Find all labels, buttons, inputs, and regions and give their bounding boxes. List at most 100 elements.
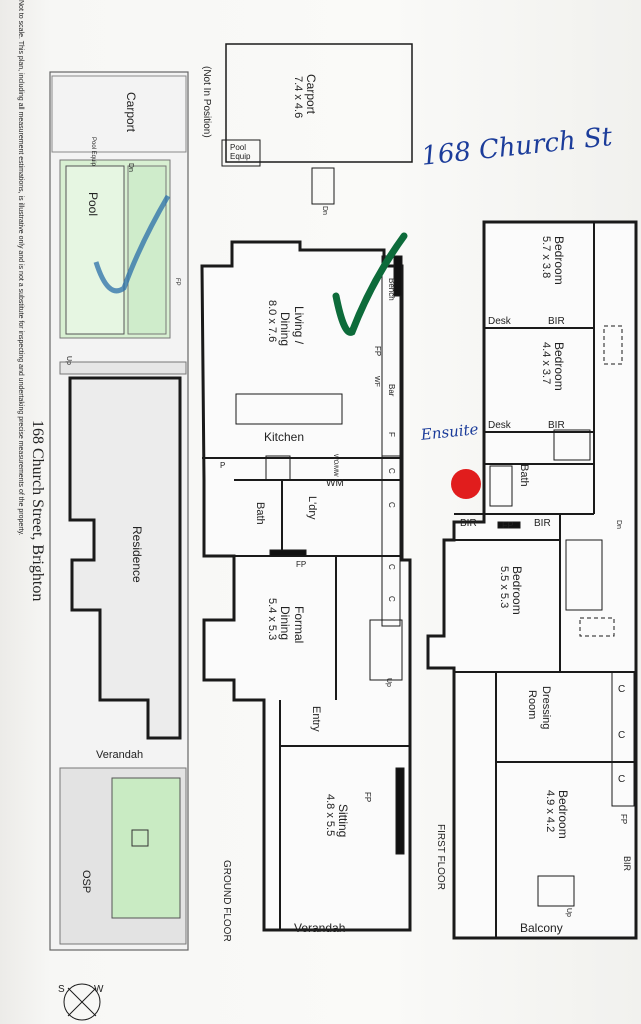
living-check-mark bbox=[332, 232, 408, 336]
ff-up-label: Up bbox=[565, 908, 572, 917]
ground-floor-outline bbox=[200, 240, 412, 932]
cooktop bbox=[265, 455, 291, 481]
ff-skylight-north bbox=[603, 325, 623, 365]
address-title: 168 Church Street, Brighton bbox=[29, 420, 46, 602]
ff-balcony-doors bbox=[537, 875, 575, 907]
lawn-feature bbox=[131, 829, 149, 847]
gf-fireplace-sitting bbox=[395, 767, 405, 855]
gf-up-label: Up bbox=[385, 678, 392, 687]
not-in-position-label: (Not In Position) bbox=[201, 66, 212, 138]
gf-f-label: F bbox=[387, 432, 396, 437]
gf-fp-label: FP bbox=[373, 346, 382, 357]
staircase-gf bbox=[369, 619, 403, 681]
compass-w-label: W bbox=[94, 984, 104, 995]
gf-formal-dims: 5.4 x 5.3 bbox=[266, 598, 278, 641]
front-lawn bbox=[111, 777, 181, 919]
site-steps bbox=[59, 361, 187, 375]
gf-fireplace-formal bbox=[269, 549, 307, 557]
ff-desk-label-2: Desk bbox=[488, 420, 511, 431]
site-fp-label: FP bbox=[174, 278, 180, 286]
gf-p-label: P bbox=[220, 461, 226, 470]
site-verandah-label: Verandah bbox=[96, 749, 144, 761]
joinery-south bbox=[381, 455, 401, 627]
site-residence-label: Residence bbox=[130, 526, 144, 583]
staircase-ff bbox=[565, 539, 603, 611]
ff-skylight-south bbox=[579, 617, 615, 637]
gf-wf-label: WF bbox=[373, 376, 380, 387]
detached-pool-equip-box bbox=[221, 139, 261, 167]
site-pool-label: Pool bbox=[86, 192, 100, 217]
ff-bed1-name: Bedroom bbox=[552, 236, 566, 285]
ff-bed2-dims: 4.4 x 3.7 bbox=[540, 342, 552, 385]
ff-bed3-name: Bedroom bbox=[510, 566, 524, 615]
ff-bir-label-1: BIR bbox=[548, 316, 565, 327]
gf-laundry-label: L'dry bbox=[306, 496, 318, 520]
ff-bed3-dims: 5.5 x 5.3 bbox=[498, 566, 510, 609]
gf-c-label-2: C bbox=[387, 502, 396, 508]
ff-bir-label-2: BIR bbox=[548, 420, 565, 431]
gf-c-label-3: C bbox=[387, 564, 396, 570]
gf-fp-formal-label: FP bbox=[296, 560, 307, 569]
gf-bar-label: Bar bbox=[387, 384, 396, 397]
gf-formal-name: Formal bbox=[292, 606, 306, 644]
gf-bench-label: Bench bbox=[387, 278, 396, 301]
ff-desk-label-1: Desk bbox=[488, 316, 511, 327]
site-carport-area bbox=[51, 75, 187, 153]
detached-carport-outline bbox=[225, 43, 413, 163]
kitchen-island bbox=[235, 393, 343, 425]
site-check-mark bbox=[93, 194, 171, 294]
site-up-label: Up bbox=[65, 356, 72, 365]
ff-c-label-3: C bbox=[618, 774, 626, 785]
gf-fireplace-living bbox=[393, 255, 403, 297]
ff-bed2-name: Bedroom bbox=[552, 342, 566, 391]
ff-fp-bed4-label: FP bbox=[619, 814, 628, 825]
ff-c-label-2: C bbox=[618, 730, 626, 741]
detached-carport-dims: 7.4 x 4.6 bbox=[292, 76, 304, 119]
gf-sitting-dims: 4.8 x 5.5 bbox=[324, 794, 336, 837]
compass-s-label: S bbox=[58, 984, 65, 995]
ensuite-red-dot bbox=[451, 469, 481, 499]
ff-bir-label-4: BIR bbox=[534, 518, 551, 529]
site-pool-equip-label: Pool Equip bbox=[90, 137, 96, 167]
residence-footprint bbox=[68, 376, 182, 740]
gf-living-dims: 8.0 x 7.6 bbox=[266, 300, 278, 343]
gf-fp-sitting-label: FP bbox=[363, 792, 372, 803]
ff-bir-label-5: BIR bbox=[622, 856, 632, 872]
ff-fp-label: FP bbox=[502, 520, 514, 530]
first-floor-outline bbox=[426, 220, 638, 940]
ff-bed1-dims: 5.7 x 3.8 bbox=[540, 236, 552, 279]
ff-fireplace bbox=[497, 521, 521, 529]
ff-balcony-label: Balcony bbox=[520, 921, 563, 935]
ff-dressing-label2: Room bbox=[526, 690, 538, 720]
site-dn-label: Dn bbox=[127, 163, 134, 172]
ff-cupboards bbox=[611, 671, 635, 807]
gf-c-label-4: C bbox=[387, 596, 396, 602]
gf-verandah-label: Verandah bbox=[294, 921, 346, 935]
site-carport-label: Carport bbox=[124, 92, 138, 133]
pool-basin bbox=[65, 165, 125, 335]
gf-c-label-1: C bbox=[387, 468, 396, 474]
detached-carport-name: Carport bbox=[304, 74, 318, 115]
site-osp-label: OSP bbox=[80, 870, 92, 894]
detached-dn-label: Dn bbox=[321, 206, 328, 215]
compass-circle bbox=[63, 983, 101, 1021]
gf-formal-name2: Dining bbox=[278, 606, 292, 641]
gf-living-name: Living / bbox=[292, 306, 306, 345]
pool-lawn bbox=[127, 165, 167, 335]
gf-label: GROUND FLOOR bbox=[221, 860, 232, 942]
ff-dn-label: Dn bbox=[615, 520, 622, 529]
gf-wm-label: WM bbox=[326, 478, 344, 489]
compass-line-2 bbox=[67, 987, 97, 1017]
detached-carport-steps bbox=[311, 167, 335, 205]
detached-pool-equip-label: Pool Equip bbox=[230, 143, 251, 161]
gf-bath-label: Bath bbox=[254, 502, 266, 525]
ff-bed4-name: Bedroom bbox=[556, 790, 570, 839]
gf-living-name2: Dining bbox=[278, 312, 292, 347]
ff-label: FIRST FLOOR bbox=[435, 824, 446, 890]
ff-bir-label-3: BIR bbox=[460, 518, 477, 529]
disclaimer-text: Not to scale. This plan, including all m… bbox=[17, 0, 24, 536]
gf-entry-label: Entry bbox=[310, 706, 322, 732]
ff-shower bbox=[553, 429, 591, 461]
gf-kitchen-label: Kitchen bbox=[264, 430, 305, 444]
